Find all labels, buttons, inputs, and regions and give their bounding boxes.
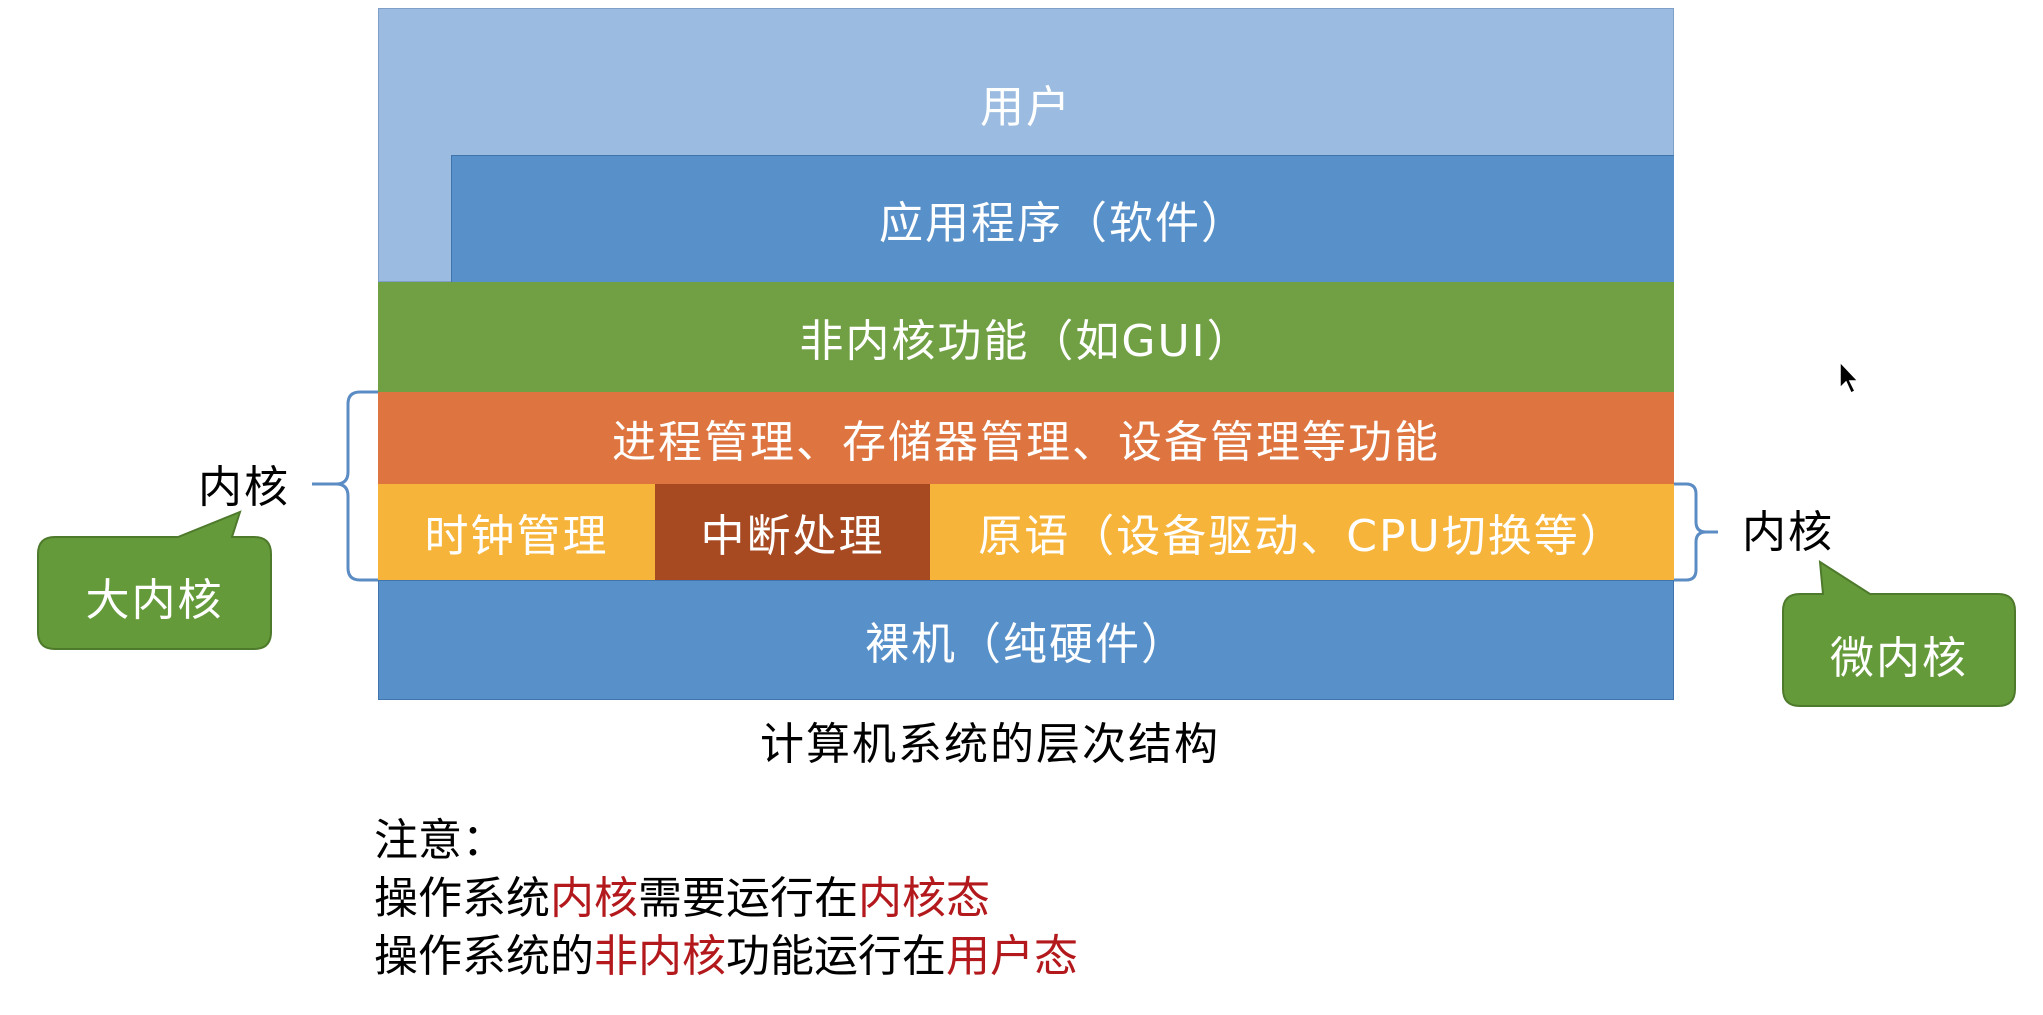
non-kernel-layer: 非内核功能（如GUI） — [378, 282, 1674, 392]
management-layer: 进程管理、存储器管理、设备管理等功能 — [378, 392, 1674, 484]
hardware-layer: 裸机（纯硬件） — [378, 580, 1674, 700]
notes-line-2-highlight-user-mode: 用户态 — [946, 931, 1078, 982]
user-layer-label: 用户 — [980, 82, 1072, 133]
notes-line-1-highlight-kernel-mode: 内核态 — [858, 873, 990, 924]
left-kernel-brace — [312, 390, 378, 582]
non-kernel-layer-label: 非内核功能（如GUI） — [799, 316, 1253, 367]
application-layer: 应用程序（软件） — [451, 155, 1674, 282]
management-layer-label: 进程管理、存储器管理、设备管理等功能 — [612, 417, 1440, 468]
mouse-cursor-icon — [1839, 360, 1860, 395]
notes-line-1-highlight-kernel: 内核 — [550, 873, 638, 924]
notes-line-1: 操作系统内核需要运行在内核态 — [374, 870, 1078, 928]
hardware-layer-label: 裸机（纯硬件） — [865, 619, 1187, 670]
interrupt-handling-cell: 中断处理 — [655, 484, 930, 580]
notes-block: 注意： 操作系统内核需要运行在内核态 操作系统的非内核功能运行在用户态 — [374, 812, 1078, 986]
kernel-label-left: 内核 — [198, 462, 290, 513]
notes-line-2-highlight-non-kernel: 非内核 — [594, 931, 726, 982]
notes-title: 注意： — [374, 815, 506, 866]
notes-line-1-part-a: 操作系统 — [374, 873, 550, 924]
big-kernel-callout-bubble — [37, 510, 272, 650]
primitives-label: 原语（设备驱动、CPU切换等） — [978, 511, 1626, 562]
notes-line-2-part-a: 操作系统的 — [374, 931, 594, 982]
notes-line-1-part-c: 需要运行在 — [638, 873, 858, 924]
notes-line-2: 操作系统的非内核功能运行在用户态 — [374, 928, 1078, 986]
micro-kernel-callout-bubble — [1782, 560, 2016, 707]
micro-kernel-callout-label: 微内核 — [1830, 633, 1968, 684]
big-kernel-callout-label: 大内核 — [85, 575, 224, 626]
primitives-cell: 原语（设备驱动、CPU切换等） — [930, 484, 1674, 580]
clock-management-cell: 时钟管理 — [378, 484, 655, 580]
kernel-label-right: 内核 — [1742, 507, 1834, 558]
clock-management-label: 时钟管理 — [424, 511, 609, 562]
application-layer-label: 应用程序（软件） — [879, 198, 1247, 249]
diagram-caption: 计算机系统的层次结构 — [760, 719, 1220, 770]
notes-line-2-part-c: 功能运行在 — [726, 931, 946, 982]
right-kernel-brace — [1674, 482, 1718, 582]
interrupt-handling-label: 中断处理 — [700, 511, 885, 562]
